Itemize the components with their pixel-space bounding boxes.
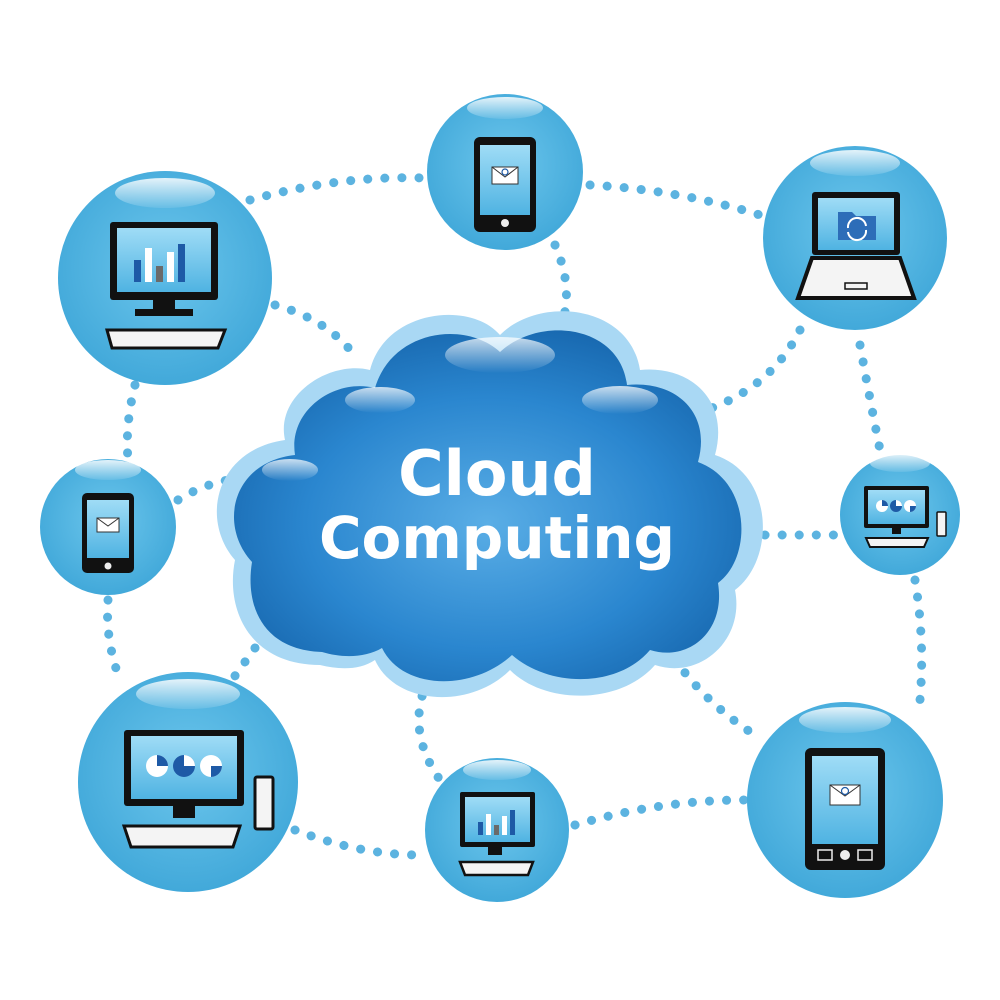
bar-chart-icon (134, 244, 185, 282)
smartphone-icon (474, 137, 536, 232)
node-gloss (463, 760, 531, 780)
connector-topright-cloud (695, 325, 805, 417)
desktop-computer-icon (864, 486, 947, 548)
node-desktop-bar-chart-bottom (425, 758, 569, 902)
pie-chart-icon (876, 500, 916, 512)
tablet-icon (805, 748, 885, 870)
node-gloss (799, 707, 891, 733)
bar-chart-icon (478, 810, 515, 835)
connector-topleft-cloud (270, 300, 363, 365)
sync-folder-icon (838, 212, 876, 241)
node-laptop-top-right (763, 146, 947, 330)
node-desktop-bar-chart-top-left (58, 171, 272, 385)
connector-right-bottomright (910, 575, 927, 705)
pie-chart-icon (146, 755, 222, 777)
connector-left-bottomleft (103, 595, 125, 685)
node-desktop-pie-chart-bottom-left (78, 672, 298, 892)
connector-topleft-left (122, 380, 140, 465)
node-gloss (810, 150, 900, 176)
node-tablet-bottom-right (747, 702, 943, 898)
connector-cloud-bottomleft (227, 615, 280, 685)
cloud-gloss-4 (262, 459, 318, 481)
node-gloss (115, 178, 215, 208)
cloud-gloss-1 (445, 337, 555, 373)
cloud-title-line1: Cloud (398, 437, 596, 510)
cloud-title-line2: Computing (319, 504, 675, 572)
connector-cloud-bottom (414, 675, 445, 785)
node-desktop-pie-chart-right (840, 454, 960, 575)
cloud-gloss-3 (345, 387, 415, 413)
central-cloud: Cloud Computing (216, 311, 763, 698)
cloud-body (233, 330, 742, 682)
laptop-icon (795, 192, 917, 300)
desktop-computer-icon (458, 792, 535, 877)
desktop-computer-icon (121, 730, 275, 849)
connector-top-topright (585, 180, 765, 220)
email-icon (96, 517, 120, 533)
email-icon (829, 784, 861, 806)
email-icon (491, 166, 519, 185)
node-gloss (870, 454, 930, 472)
connectors (103, 173, 927, 860)
smartphone-icon (82, 493, 134, 573)
connector-topright-right (855, 340, 885, 455)
node-gloss (136, 679, 240, 709)
node-gloss (467, 97, 543, 119)
connector-bottom-bottomright (570, 795, 750, 830)
node-gloss (75, 460, 141, 480)
desktop-computer-icon (105, 222, 228, 350)
node-smartphone-left (40, 459, 176, 595)
connector-bottomleft-bottom (290, 825, 425, 860)
connector-topleft-top (245, 173, 430, 205)
node-smartphone-top (427, 94, 583, 250)
cloud-gloss-2 (582, 386, 658, 414)
